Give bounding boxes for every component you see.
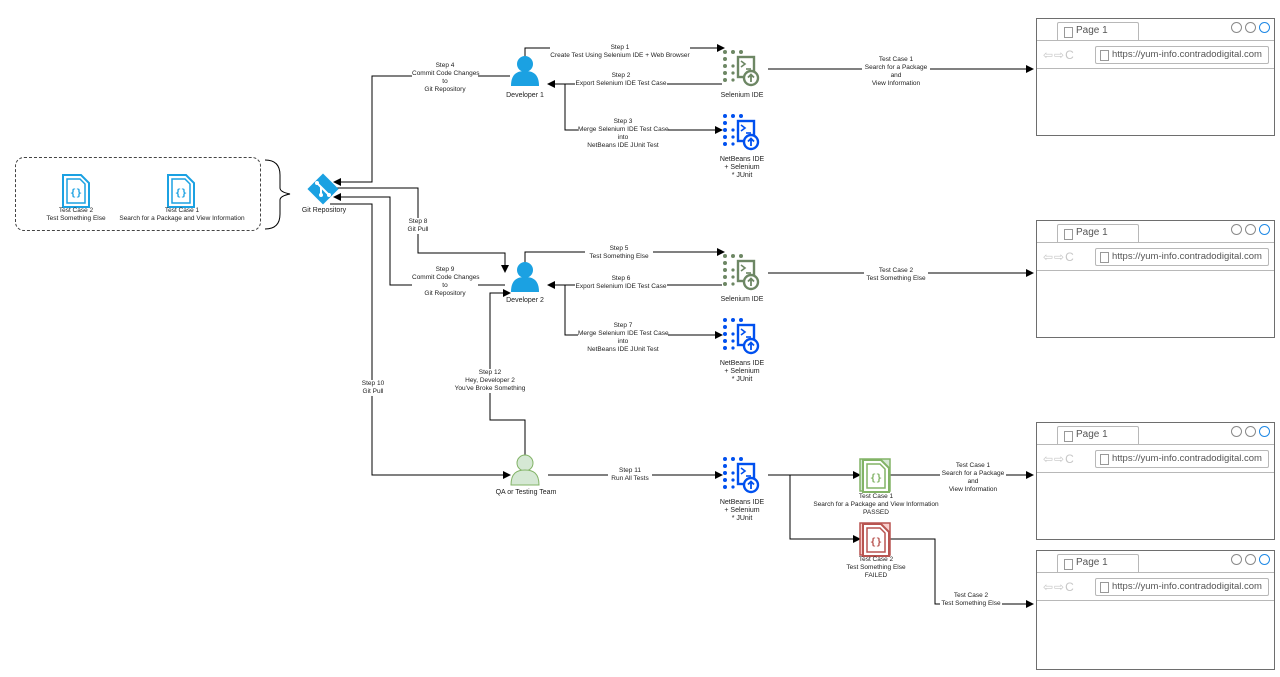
netbeans-ide-2-label: NetBeans IDE + Selenium * JUnit	[719, 360, 765, 383]
page-icon	[1100, 454, 1109, 465]
edge-tc2-mid-label: Test Case 2 Test Something Else	[864, 267, 928, 283]
maximize-dot-icon[interactable]	[1245, 554, 1256, 565]
repo-tc1-label: Test Case 1 Search for a Package and Vie…	[119, 207, 245, 222]
close-dot-icon[interactable]	[1259, 224, 1270, 235]
step8-label: Step 8 Git Pull	[404, 218, 432, 234]
git-icon	[307, 173, 339, 205]
minimize-dot-icon[interactable]	[1231, 22, 1242, 33]
close-dot-icon[interactable]	[1259, 22, 1270, 33]
netbeans-ide-3-icon	[721, 455, 760, 494]
page-icon	[1064, 27, 1073, 38]
failed-file-icon	[859, 522, 891, 557]
url-bar[interactable]: https://yum-info.contradodigital.com	[1095, 450, 1269, 468]
url-bar[interactable]: https://yum-info.contradodigital.com	[1095, 248, 1269, 266]
url-bar[interactable]: https://yum-info.contradodigital.com	[1095, 46, 1269, 64]
browser-window-3: Page 1 ⇦⇨C https://yum-info.contradodigi…	[1036, 422, 1275, 540]
maximize-dot-icon[interactable]	[1245, 22, 1256, 33]
minimize-dot-icon[interactable]	[1231, 426, 1242, 437]
browser-tab[interactable]: Page 1	[1057, 22, 1139, 41]
maximize-dot-icon[interactable]	[1245, 426, 1256, 437]
passed-file-icon	[859, 458, 891, 493]
developer2-icon	[511, 262, 539, 292]
browser-tab[interactable]: Page 1	[1057, 426, 1139, 445]
tab-title: Page 1	[1076, 25, 1108, 36]
tab-title: Page 1	[1076, 429, 1108, 440]
browser-window-4: Page 1 ⇦⇨C https://yum-info.contradodigi…	[1036, 550, 1275, 670]
developer1-icon	[511, 56, 539, 86]
edge-step5	[524, 248, 725, 265]
qa-team-icon	[510, 454, 540, 486]
step6-label: Step 6 Export Selenium IDE Test Case	[575, 275, 667, 291]
step9-label: Step 9 Commit Code Changes to Git Reposi…	[412, 266, 480, 298]
netbeans-ide-1-label: NetBeans IDE + Selenium * JUnit	[719, 156, 765, 179]
browser-window-1: Page 1 ⇦⇨C https://yum-info.contradodigi…	[1036, 18, 1275, 136]
edge-tc2-bottom-label: Test Case 2 Test Something Else	[940, 592, 1002, 608]
close-dot-icon[interactable]	[1259, 554, 1270, 565]
passed-label: Test Case 1 Search for a Package and Vie…	[813, 493, 939, 516]
minimize-dot-icon[interactable]	[1231, 224, 1242, 235]
repo-tc2-label: Test Case 2 Test Something Else	[46, 207, 106, 222]
edge-step12	[489, 289, 526, 455]
step11-label: Step 11 Run All Tests	[608, 467, 652, 483]
selenium-ide-1-label: Selenium IDE	[720, 92, 764, 99]
netbeans-ide-2-icon	[721, 316, 760, 355]
developer2-label: Developer 2	[506, 297, 544, 304]
page-icon	[1100, 50, 1109, 61]
page-icon	[1064, 559, 1073, 570]
page-icon	[1064, 431, 1073, 442]
nav-buttons-icon[interactable]: ⇦⇨C	[1043, 250, 1075, 264]
edge-netbeans3-failed	[789, 475, 861, 543]
qa-team-label: QA or Testing Team	[495, 489, 557, 496]
tab-title: Page 1	[1076, 557, 1108, 568]
step3-label: Step 3 Merge Selenium IDE Test Case into…	[578, 118, 669, 150]
page-icon	[1100, 252, 1109, 263]
nav-buttons-icon[interactable]: ⇦⇨C	[1043, 48, 1075, 62]
url-text: https://yum-info.contradodigital.com	[1112, 251, 1262, 262]
step2-label: Step 2 Export Selenium IDE Test Case	[575, 72, 667, 88]
url-text: https://yum-info.contradodigital.com	[1112, 453, 1262, 464]
edge-step10	[330, 203, 511, 479]
edge-group-git	[264, 159, 291, 230]
step5-label: Step 5 Test Something Else	[585, 245, 653, 261]
selenium-ide-2-icon	[721, 252, 760, 291]
step7-label: Step 7 Merge Selenium IDE Test Case into…	[578, 322, 669, 354]
url-text: https://yum-info.contradodigital.com	[1112, 49, 1262, 60]
browser-tab[interactable]: Page 1	[1057, 224, 1139, 243]
edge-tc1-bottom-label: Test Case 1 Search for a Package and Vie…	[940, 462, 1006, 494]
browser-window-2: Page 1 ⇦⇨C https://yum-info.contradodigi…	[1036, 220, 1275, 338]
page-icon	[1064, 229, 1073, 240]
developer1-label: Developer 1	[506, 92, 544, 99]
close-dot-icon[interactable]	[1259, 426, 1270, 437]
tab-title: Page 1	[1076, 227, 1108, 238]
netbeans-ide-3-label: NetBeans IDE + Selenium * JUnit	[719, 499, 765, 522]
step12-label: Step 12 Hey, Developer 2 You've Broke So…	[452, 369, 528, 393]
edge-tc1-top-label: Test Case 1 Search for a Package and Vie…	[862, 56, 930, 88]
repo-test-case-group	[15, 157, 261, 231]
step10-label: Step 10 Git Pull	[358, 380, 388, 396]
url-bar[interactable]: https://yum-info.contradodigital.com	[1095, 578, 1269, 596]
maximize-dot-icon[interactable]	[1245, 224, 1256, 235]
url-text: https://yum-info.contradodigital.com	[1112, 581, 1262, 592]
failed-label: Test Case 2 Test Something Else FAILED	[846, 556, 906, 579]
step1-label: Step 1 Create Test Using Selenium IDE + …	[550, 44, 690, 60]
nav-buttons-icon[interactable]: ⇦⇨C	[1043, 580, 1075, 594]
browser-tab[interactable]: Page 1	[1057, 554, 1139, 573]
git-repo-label: Git Repository	[301, 207, 347, 214]
selenium-ide-1-icon	[721, 48, 760, 87]
page-icon	[1100, 582, 1109, 593]
selenium-ide-2-label: Selenium IDE	[720, 296, 764, 303]
netbeans-ide-1-icon	[721, 112, 760, 151]
minimize-dot-icon[interactable]	[1231, 554, 1242, 565]
edge-step8	[334, 187, 509, 273]
step4-label: Step 4 Commit Code Changes to Git Reposi…	[412, 62, 480, 94]
nav-buttons-icon[interactable]: ⇦⇨C	[1043, 452, 1075, 466]
